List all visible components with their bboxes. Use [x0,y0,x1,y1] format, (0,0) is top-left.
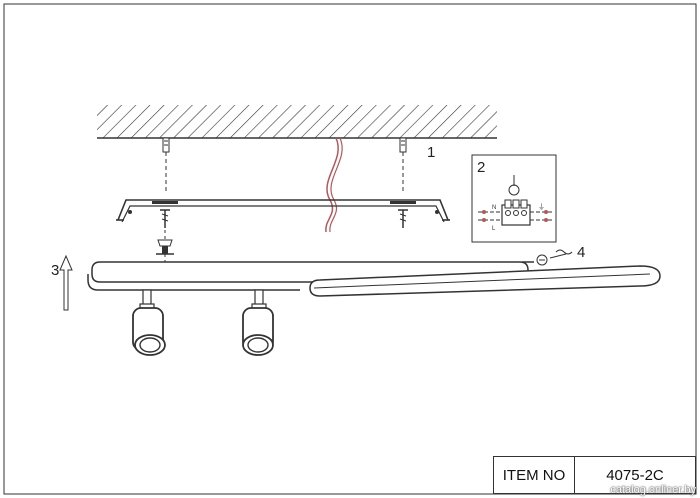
cover-screw [522,249,573,266]
step-2-label: 2 [477,159,486,176]
wiring-inset: N L ⏚ [471,154,557,243]
screw-right [398,209,408,228]
inset-label-neutral: N [492,205,496,211]
wall-plug-left [162,137,170,194]
step-1-label: 1 [427,144,436,161]
watermark: catalog.onliner.by [610,484,696,496]
item-number-value: 4075-2C [606,466,664,484]
ceiling [97,105,497,139]
centre-fixing-nut [156,230,174,262]
item-number-label: ITEM NO [494,457,575,493]
spotlight-left [132,289,166,356]
light-bar [309,265,661,297]
step-3-label: 3 [51,262,60,279]
mains-cable [325,137,339,233]
inset-label-earth: ⏚ [538,203,545,211]
item-number-box: ITEM NO 4075-2C [493,456,696,494]
drawing-frame [3,3,697,495]
mounting-bracket [116,199,450,223]
lift-arrow [59,254,73,311]
inset-label-live: L [492,226,496,232]
wall-plug-right [399,137,407,194]
step-4-label: 4 [577,244,586,261]
spotlight-right [242,289,274,356]
screw-left [160,209,170,228]
